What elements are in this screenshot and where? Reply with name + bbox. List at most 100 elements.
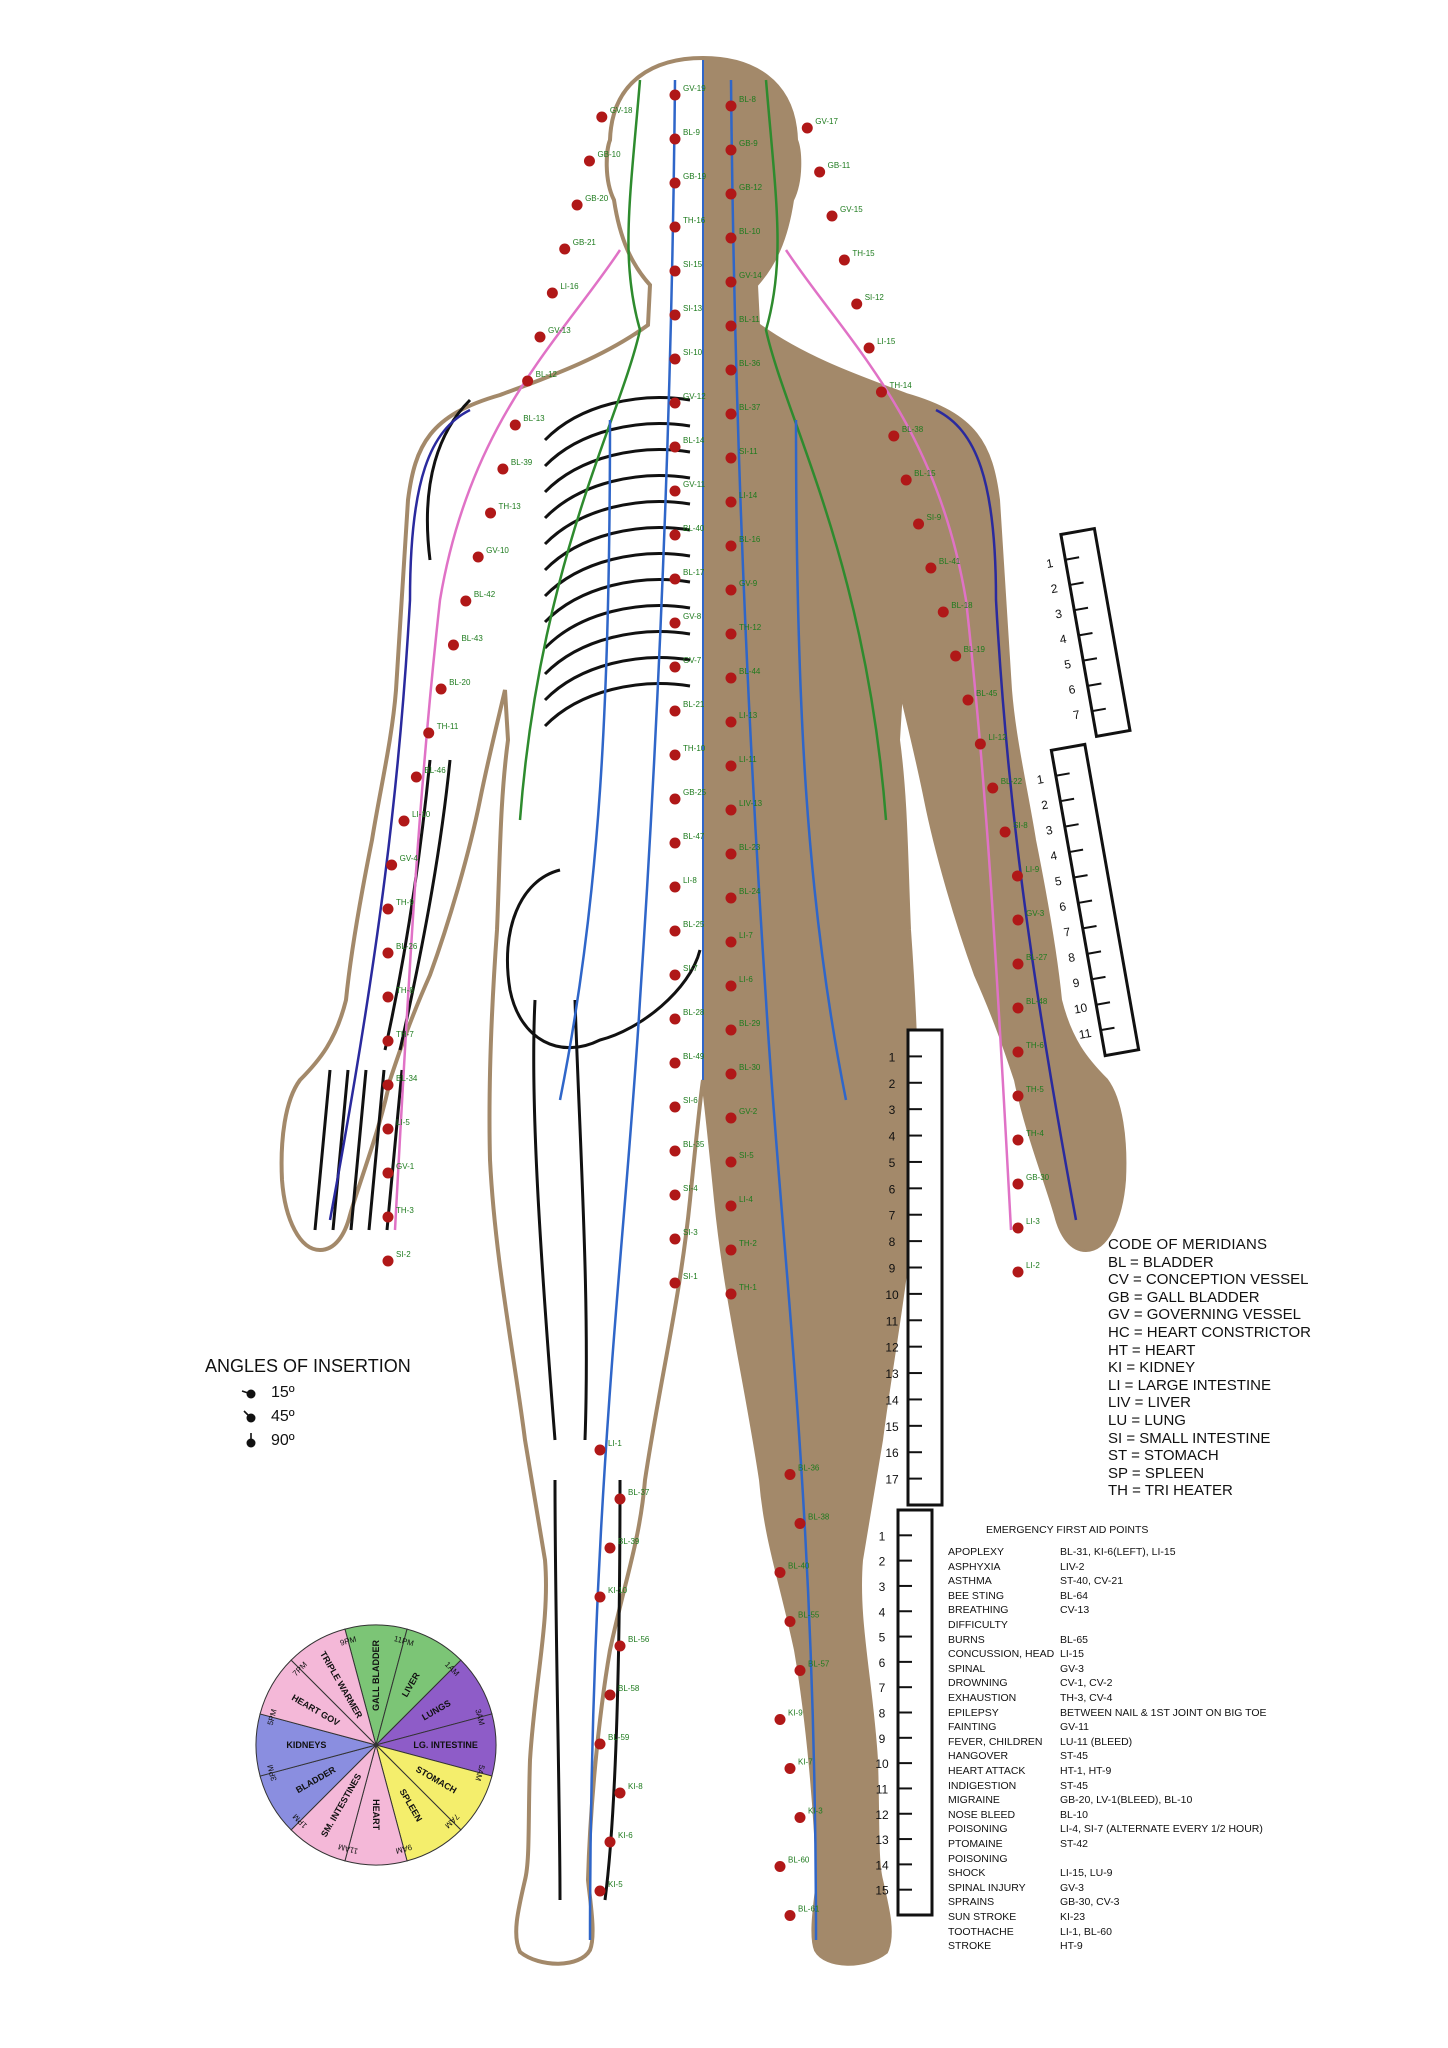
- first-aid-points: CV-1, CV-2: [1060, 1677, 1113, 1690]
- acupoint-label: TH-1: [739, 1283, 757, 1292]
- acupoint-dot: [838, 254, 850, 266]
- pelvis-bone: [505, 868, 702, 1050]
- acupoint-dot: [594, 1885, 606, 1897]
- acupoint-label: LI-4: [739, 1195, 753, 1204]
- acupoint-dot: [774, 1567, 786, 1578]
- acupoint-dot: [725, 100, 737, 112]
- acupoint-label: BL-61: [798, 1905, 820, 1914]
- meridian-code-item: CV = CONCEPTION VESSEL: [1108, 1271, 1309, 1289]
- needle-90-icon: [246, 1433, 256, 1448]
- ruler-tick-label: 3: [889, 1103, 896, 1117]
- meridian-code-item: TH = TRI HEATER: [1108, 1482, 1233, 1500]
- first-aid-points: BL-64: [1060, 1589, 1089, 1602]
- acupoint-dot: [999, 826, 1011, 838]
- acupoint-label: GV-10: [486, 546, 509, 555]
- acupoint-dot: [814, 166, 826, 178]
- acupoint-label: TH-6: [1026, 1041, 1044, 1050]
- acupoint-dot: [546, 287, 558, 299]
- acupoint-label: LI-1: [608, 1439, 622, 1448]
- ruler-tick: [1064, 823, 1079, 828]
- acupoint-dot: [382, 947, 394, 959]
- acupoint-dot: [725, 672, 737, 684]
- ruler-tick: [1065, 556, 1080, 561]
- first-aid-points: LU-11 (BLEED): [1060, 1735, 1133, 1748]
- rib-bone: [543, 526, 691, 572]
- ruler-tick-label: 12: [875, 1808, 889, 1822]
- acupoint-label: GV-14: [739, 271, 762, 280]
- acupoint-dot: [725, 1200, 737, 1212]
- acupoint-dot: [1012, 914, 1024, 926]
- acupoint-label: SI-8: [1013, 821, 1028, 830]
- rib-bone: [543, 682, 691, 728]
- finger-bone: [349, 1069, 368, 1231]
- acupoint-dot: [382, 1167, 394, 1179]
- angles-of-insertion-legend: ANGLES OF INSERTION 15º 45º 90º: [205, 1356, 411, 1453]
- acupoint-label: BL-23: [739, 843, 761, 852]
- acupoint-label: BL-38: [808, 1513, 830, 1522]
- first-aid-condition: FAINTING: [948, 1721, 997, 1734]
- acupoint-label: GV-8: [683, 612, 702, 621]
- first-aid-condition: DROWNING: [948, 1677, 1008, 1690]
- acupoint-dot: [447, 639, 459, 651]
- ruler-tick: [1069, 848, 1084, 854]
- acupoint-label: BL-30: [739, 1063, 761, 1072]
- ruler-tick: [1087, 950, 1102, 955]
- ruler-frame: [1059, 526, 1132, 739]
- acupoint-label: LI-9: [1025, 865, 1039, 874]
- needle-45-icon: [243, 1410, 256, 1423]
- meridian-code-item: SP = SPLEEN: [1108, 1464, 1205, 1482]
- acupoint-label: BL-25: [683, 920, 705, 929]
- acupoint-label: BL-12: [536, 370, 558, 379]
- ruler-tick-label: 4: [1049, 848, 1058, 863]
- meridian-code-item: LU = LUNG: [1108, 1411, 1186, 1429]
- ruler-tick-label: 1: [1045, 556, 1054, 571]
- acupoint-label: GV-4: [400, 854, 419, 863]
- acupoint-dot: [925, 562, 937, 574]
- acupoint-dot: [1012, 1266, 1024, 1278]
- acupoint-dot: [594, 1591, 606, 1603]
- acupoint-dot: [725, 232, 737, 244]
- fibula-bone: [603, 1479, 622, 1901]
- acupoint-label: TH-8: [396, 986, 414, 995]
- acupoint-label: BL-36: [798, 1464, 820, 1473]
- acupoint-dot: [669, 925, 681, 937]
- acupoint-dot: [725, 628, 737, 640]
- acupoint-dot: [725, 804, 737, 816]
- ruler-tick-label: 6: [879, 1656, 886, 1670]
- ruler-tick-label: 3: [1045, 823, 1054, 838]
- acupoint-dot: [937, 606, 949, 618]
- acupoint-label: LI-13: [739, 711, 758, 720]
- acupoint-dot: [794, 1812, 806, 1823]
- acupoint-label: TH-11: [437, 722, 459, 731]
- ruler-tick-label: 5: [1054, 874, 1063, 889]
- meridian-line: [729, 79, 818, 1941]
- rib-bone: [543, 500, 691, 546]
- acupoint-dot: [669, 485, 681, 497]
- acupoint-dot: [725, 1244, 737, 1256]
- acupoint-dot: [669, 441, 681, 453]
- acupoint-label: BL-37: [628, 1488, 650, 1497]
- finger-bone: [367, 1069, 386, 1231]
- acupoint-dot: [614, 1640, 626, 1652]
- meridian-code-item: LIV = LIVER: [1108, 1394, 1191, 1412]
- acupoint-label: TH-3: [396, 1206, 414, 1215]
- acupoint-dot: [382, 1123, 394, 1135]
- acupoint-dot: [669, 881, 681, 893]
- acupoint-label: GB-21: [573, 238, 597, 247]
- acupoint-label: LI-7: [739, 931, 753, 940]
- radius-bone: [383, 759, 432, 1051]
- finger-bone: [313, 1069, 332, 1231]
- acupoint-dot: [559, 243, 571, 255]
- acupoint-label: BL-36: [739, 359, 761, 368]
- first-aid-points: GV-11: [1060, 1721, 1089, 1734]
- first-aid-condition: EPILEPSY: [948, 1706, 999, 1719]
- ruler-tick: [1073, 874, 1088, 879]
- ruler-tick-label: 6: [1058, 899, 1067, 914]
- first-aid-points: GV-3: [1060, 1881, 1084, 1894]
- acupoint-label: KI-8: [628, 1782, 643, 1791]
- ruler-tick: [1055, 772, 1070, 777]
- meridian-code-item: HT = HEART: [1108, 1341, 1196, 1359]
- ruler-tick: [1082, 657, 1098, 662]
